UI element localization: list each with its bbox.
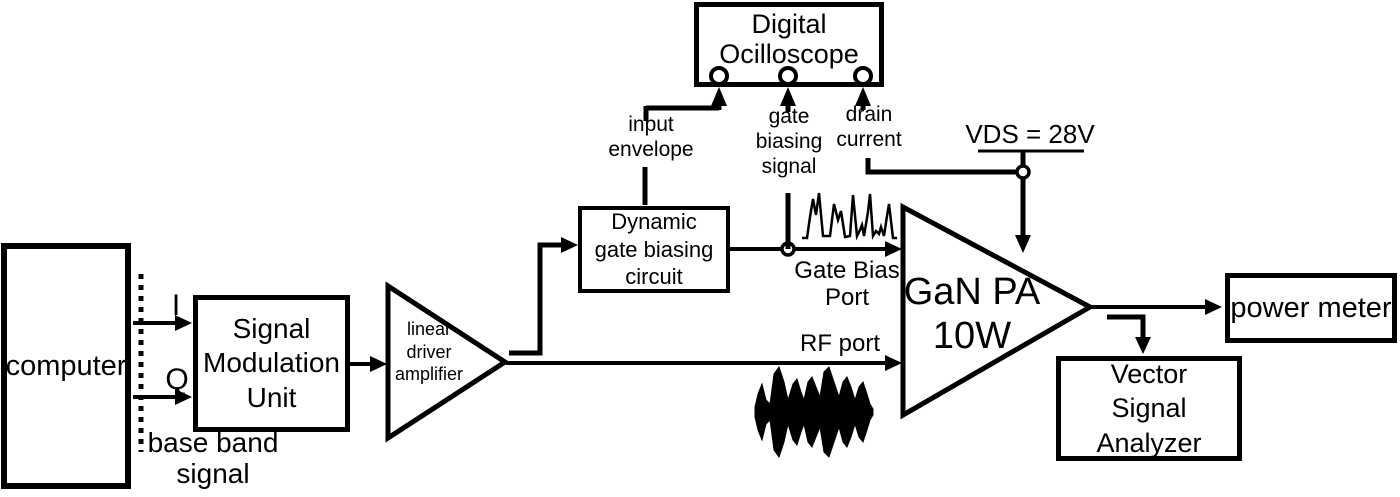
gate-bias-wire xyxy=(730,241,902,257)
linear-driver-amplifier-label: linear driver amplifier xyxy=(394,319,464,385)
arrow-down-icon xyxy=(1015,235,1031,253)
smu-to-driver-wire xyxy=(350,356,387,372)
vds-supply-label: VDS = 28V xyxy=(965,119,1095,149)
i-channel-label: I xyxy=(171,289,181,322)
signal-modulation-unit-label: Signal Modulation Unit xyxy=(203,313,340,413)
signal-modulation-unit-box: Signal Modulation Unit xyxy=(193,295,350,432)
gan-pa-label: GaN PA 10W xyxy=(903,271,1041,358)
arrow-right-icon xyxy=(1205,299,1222,315)
dynamic-gate-biasing-label: Dynamic gate biasing circuit xyxy=(594,209,714,290)
dynamic-gate-biasing-box: Dynamic gate biasing circuit xyxy=(578,206,730,293)
arrow-right-icon xyxy=(885,355,902,371)
q-channel-label: Q xyxy=(165,363,189,396)
gate-biasing-signal-label: gate biasing signal xyxy=(755,105,823,178)
connection-node-icon xyxy=(1015,164,1031,180)
rf-port-label: RF port xyxy=(799,330,881,357)
envelope-waveform-icon xyxy=(802,192,897,241)
computer-label: computer xyxy=(5,349,127,382)
arrow-up-icon xyxy=(711,87,727,106)
rf-waveform-icon xyxy=(754,365,874,459)
connection-node-icon xyxy=(780,241,796,257)
drain-current-label: drain current xyxy=(836,103,902,151)
gate-bias-port-label: Gate Bias Port xyxy=(794,257,900,311)
power-meter-label: power meter xyxy=(1230,291,1392,324)
vector-signal-analyzer-box: Vector Signal Analyzer xyxy=(1056,356,1242,461)
vector-signal-analyzer-label: Vector Signal Analyzer xyxy=(1096,358,1202,458)
digital-oscilloscope-box: Digital Ocilloscope xyxy=(694,2,884,87)
arrow-up-icon xyxy=(780,87,796,106)
vds-supply-wire xyxy=(978,149,1084,253)
vsa-branch-wire xyxy=(1107,314,1151,354)
arrow-right-icon xyxy=(885,241,902,257)
arrow-right-icon xyxy=(370,356,387,372)
power-meter-box: power meter xyxy=(1225,273,1397,343)
base-band-signal-label: base band signal xyxy=(147,427,279,489)
arrow-down-icon xyxy=(1135,337,1151,354)
output-wire xyxy=(1091,299,1222,315)
input-envelope-label: input envelope xyxy=(608,113,694,161)
computer-box: computer xyxy=(1,243,131,489)
digital-oscilloscope-label: Digital Ocilloscope xyxy=(719,9,859,70)
envelope-branch-wire xyxy=(509,237,578,356)
i-channel-wire xyxy=(133,315,192,331)
arrow-right-icon xyxy=(561,237,578,253)
